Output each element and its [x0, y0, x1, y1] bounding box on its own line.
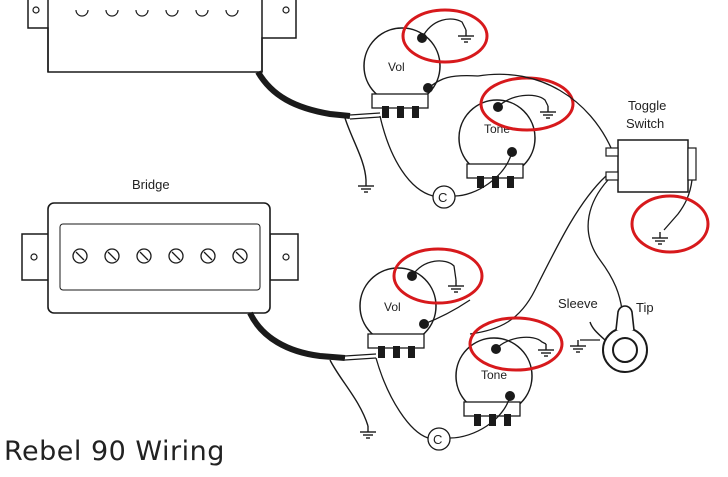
- lower-capacitor-label: C: [433, 432, 442, 447]
- upper-vol-label: Vol: [388, 60, 405, 74]
- upper-tone-pot: Tone: [458, 99, 536, 188]
- upper-tone-ground-highlight: [479, 76, 575, 132]
- toggle-label-line2: Switch: [626, 116, 664, 131]
- lower-capacitor: [427, 427, 451, 451]
- upper-vol-ground-highlight: [401, 8, 489, 64]
- diagram-title: Rebel 90 Wiring: [4, 436, 225, 467]
- lower-volume-pot: Vol: [359, 267, 437, 358]
- neck-pickup: [27, 0, 297, 73]
- sleeve-label: Sleeve: [558, 296, 598, 311]
- toggle-label-line1: Toggle: [628, 98, 666, 113]
- tip-label: Tip: [636, 300, 654, 315]
- upper-capacitor: [432, 185, 456, 209]
- bridge-pickup-lead: [247, 311, 377, 439]
- bridge-label: Bridge: [132, 177, 170, 192]
- lower-vol-ground-highlight: [392, 247, 484, 305]
- lower-tone-label: Tone: [481, 368, 507, 382]
- lower-vol-label: Vol: [384, 300, 401, 314]
- upper-volume-pot: Vol: [363, 27, 441, 118]
- neck-pickup-lead: [255, 70, 381, 193]
- bridge-pickup: [21, 202, 299, 314]
- output-jack: Sleeve Tip: [558, 296, 654, 373]
- lower-tone-pot: Tone: [455, 337, 533, 426]
- upper-capacitor-label: C: [438, 190, 447, 205]
- lower-tone-ground-highlight: [468, 316, 564, 372]
- toggle-ground-highlight: [630, 194, 710, 254]
- toggle-switch: Toggle Switch: [605, 98, 697, 193]
